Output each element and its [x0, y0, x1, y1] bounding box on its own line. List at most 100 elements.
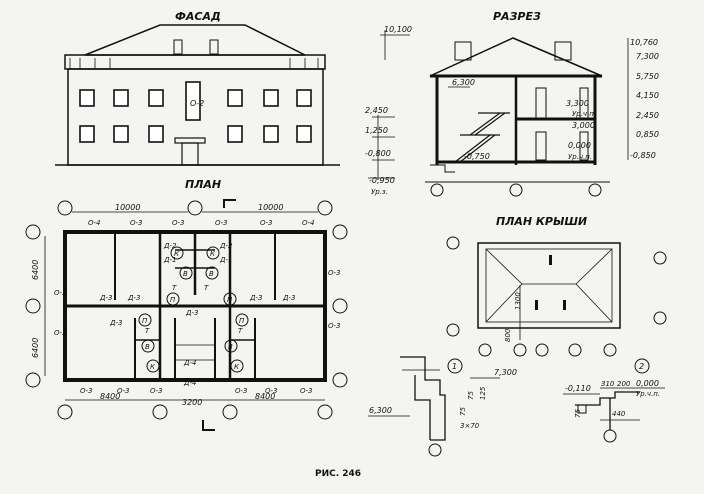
- dim-top-left: 10000: [115, 203, 140, 212]
- floor-label: Ур.ч.п.: [572, 110, 596, 118]
- section-left-levels: 10,100 2,450 1,250 -0,800 -0,950 Ур.з.: [365, 25, 412, 196]
- detail-level: 7,300: [494, 368, 517, 377]
- level-label: 10,100: [384, 25, 412, 34]
- grade-label: Ур.з.: [371, 188, 388, 196]
- detail-dim: 75: [467, 391, 475, 400]
- room-k: К: [174, 250, 180, 258]
- room-p: П: [239, 317, 245, 325]
- section-title: РАЗРЕЗ: [493, 10, 541, 23]
- room-k: К: [234, 363, 240, 371]
- level-label: 1,250: [365, 126, 388, 135]
- detail-1: 1 7,300 6,300 125 75 75 3×70: [368, 356, 517, 457]
- door-label: Д-3: [185, 309, 198, 317]
- level-label: 0,000: [568, 141, 591, 150]
- room-t: Т: [238, 327, 243, 335]
- facade-windows-lower: [79, 125, 312, 143]
- window-label: О-4: [302, 219, 315, 227]
- door-label: Д-3: [282, 294, 295, 302]
- detail-dim: 310: [601, 380, 615, 388]
- dim-left-top: 6400: [31, 260, 40, 280]
- figure-caption: РИС. 246: [315, 469, 361, 479]
- detail-dim: 75: [459, 407, 467, 416]
- dim-left-bottom: 6400: [31, 338, 40, 358]
- room-t: Т: [145, 327, 150, 335]
- level-label: -0,750: [464, 152, 490, 161]
- detail-2: 2 -0,110 310 200 0,000 Ур.ч.п. 75 440: [563, 358, 665, 443]
- entrance-canopy: [174, 137, 206, 144]
- level-label: 2,450: [636, 111, 659, 120]
- room-v: В: [228, 343, 233, 351]
- level-label: 6,300: [452, 78, 475, 87]
- door-label: Д-1: [163, 256, 176, 264]
- door-label: Д-3: [249, 294, 262, 302]
- facade-title: ФАСАД: [175, 10, 221, 23]
- level-label: 5,750: [636, 72, 659, 81]
- plan-title: ПЛАН: [185, 178, 221, 191]
- window-label: О-3: [80, 387, 93, 395]
- room-v: В: [183, 270, 188, 278]
- detail-number: 1: [452, 362, 457, 371]
- room-t: Т: [204, 284, 209, 292]
- room-p: П: [227, 296, 233, 304]
- chimney: [209, 39, 219, 55]
- facade-windows-upper: [79, 89, 312, 107]
- level-label: 4,150: [636, 91, 659, 100]
- level-label: 3,300: [566, 99, 589, 108]
- level-label: 3,000: [572, 121, 595, 130]
- section-roof: [429, 37, 603, 77]
- chimney: [173, 39, 183, 55]
- room-p: П: [170, 296, 176, 304]
- room-v: В: [209, 270, 214, 278]
- door-label: Д-1: [219, 256, 232, 264]
- door-label: Д-2: [219, 242, 233, 250]
- window-label: О-4: [88, 219, 101, 227]
- room-v: В: [145, 343, 150, 351]
- roof-plan-title: ПЛАН КРЫШИ: [496, 215, 587, 228]
- window-label: О-3: [215, 219, 228, 227]
- detail-dim: 125: [479, 386, 487, 400]
- facade-roof: [84, 24, 306, 56]
- detail-dim: 3×70: [460, 422, 480, 430]
- floor-plan: ПЛАН 10000 10000 О-4 О-3 О-3 О-3 О-3 О-4: [25, 178, 348, 431]
- level-label: 10,760: [630, 38, 658, 47]
- level-label: 7,300: [636, 52, 659, 61]
- roof-dim-800: 800: [504, 328, 512, 342]
- window-label: О-3: [150, 387, 163, 395]
- roof-plan: ПЛАН КРЫШИ 1300 800: [446, 215, 667, 357]
- floor-label: Ур.ч.п.: [568, 153, 592, 161]
- dim-bottom-mid: 3200: [182, 398, 202, 407]
- window-label: О-3: [300, 387, 313, 395]
- facade-drawing: ФАСАД: [55, 10, 340, 166]
- door-labels: Д-3 Д-3 Д-3 Д-3 Д-1 Д-2 Д-1 Д-2 Д-3 Д-3 …: [99, 242, 295, 387]
- entrance-door: [181, 142, 199, 166]
- room-markers: К К В В Т Т П П П П Т Т В В К К: [138, 246, 249, 373]
- section-right-levels: 10,760 7,300 5,750 4,150 2,450 0,850 -0,…: [627, 38, 659, 160]
- level-label: 0,850: [636, 130, 659, 139]
- detail-dim: 75: [574, 409, 582, 418]
- window-label: О-3: [117, 387, 130, 395]
- door-label: Д-3: [127, 294, 140, 302]
- door-label: Д-2: [163, 242, 177, 250]
- level-label: -0,850: [630, 151, 656, 160]
- dim-bottom-left: 8400: [100, 392, 120, 401]
- detail-floor: Ур.ч.п.: [636, 390, 660, 398]
- window-label-o2: О-2: [190, 99, 204, 108]
- dim-top-right: 10000: [258, 203, 283, 212]
- door-label: Д-4: [183, 379, 196, 387]
- facade-cornice: [64, 54, 326, 70]
- detail-number: 2: [639, 362, 644, 371]
- window-label: О-3: [54, 329, 67, 337]
- dim-bottom-right: 8400: [255, 392, 275, 401]
- window-label: О-3: [130, 219, 143, 227]
- detail-level: -0,110: [565, 384, 591, 393]
- section-drawing: РАЗРЕЗ 6,300 3,300 3,000 Ур.ч.п.: [425, 10, 610, 197]
- window-label: О-3: [260, 219, 273, 227]
- window-label: О-3: [54, 289, 67, 297]
- detail-dim: 440: [612, 410, 626, 418]
- door-label: Д-3: [109, 319, 122, 327]
- level-label: -0,950: [369, 176, 395, 185]
- window-label: О-3: [328, 322, 341, 330]
- level-label: 2,450: [365, 106, 388, 115]
- stair-window: [185, 81, 201, 121]
